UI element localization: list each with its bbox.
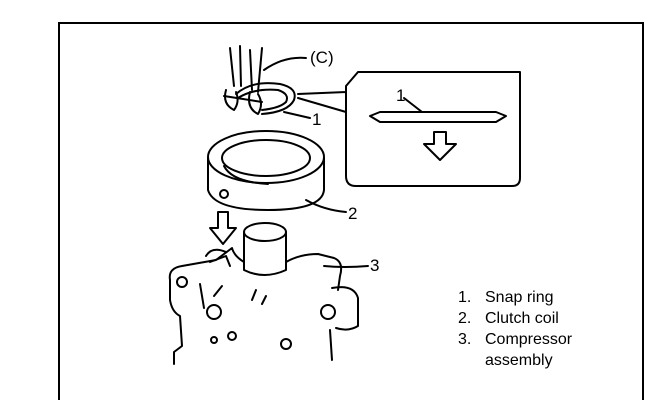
compressor-icon (168, 222, 359, 365)
legend-item-clutch-coil: 2. Clutch coil (458, 308, 572, 329)
legend-text-block: Compressor assembly (485, 329, 572, 371)
legend-text: Snap ring (485, 289, 554, 306)
clutch-coil-icon (207, 130, 325, 211)
detail-box (297, 71, 521, 187)
callout-detail-snap-ring: 1 (396, 86, 406, 105)
callout-snap-ring: 1 (312, 110, 322, 129)
legend-number: 2. (458, 310, 472, 327)
legend-number: 3. (458, 331, 472, 348)
leader-tool (263, 56, 307, 71)
figure-frame (58, 22, 644, 400)
leader-compressor (323, 265, 369, 268)
leader-clutch-coil (305, 199, 347, 213)
callout-compressor: 3 (370, 256, 380, 275)
legend-number: 1. (458, 289, 472, 306)
detail-snap-ring-icon (369, 97, 507, 123)
legend-text: Compressor (485, 331, 573, 348)
snap-ring-pliers-icon (223, 45, 263, 115)
callout-tool: (C) (310, 48, 334, 67)
legend-text: Clutch coil (485, 310, 559, 327)
down-arrow-icon (423, 131, 457, 161)
leader-snap-ring (283, 111, 311, 119)
legend-text-line2: assembly (485, 352, 553, 369)
legend-item-compressor: 3. Compressor assembly (458, 329, 572, 371)
snap-ring-icon (235, 82, 296, 115)
legend-item-snap-ring: 1. Snap ring (458, 287, 572, 308)
legend: 1. Snap ring 2. Clutch coil 3. Compresso… (458, 287, 572, 371)
callout-clutch-coil: 2 (348, 204, 358, 223)
assembly-arrow-icon (209, 211, 237, 245)
